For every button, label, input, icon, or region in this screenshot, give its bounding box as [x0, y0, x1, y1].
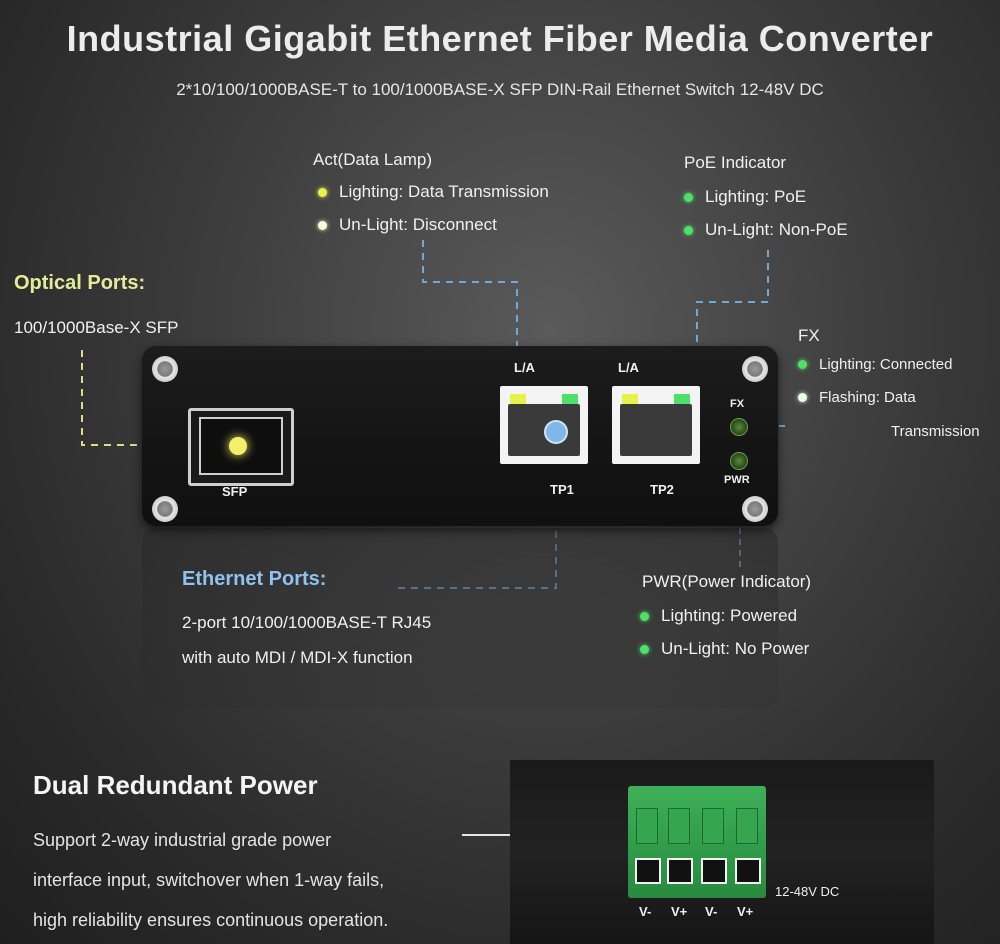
voltage-label: 12-48V DC — [775, 884, 840, 899]
act-item-lighting: Lighting: Data Transmission — [318, 182, 549, 202]
pin-label: V+ — [737, 904, 754, 919]
sfp-label: SFP — [222, 484, 248, 499]
rj45-port-tp1 — [500, 386, 588, 464]
screw-icon — [742, 496, 768, 522]
page-subtitle: 2*10/100/1000BASE-T to 100/1000BASE-X SF… — [176, 80, 824, 99]
act-item-label: Un-Light: Disconnect — [339, 215, 497, 234]
fx-led-label: FX — [730, 398, 745, 410]
fx-item-connected: Lighting: Connected — [798, 356, 952, 373]
tp1-poe-led — [562, 394, 578, 404]
terminal-slot-icon — [667, 858, 693, 884]
act-title: Act(Data Lamp) — [313, 150, 433, 169]
tp2-label: TP2 — [650, 482, 674, 497]
terminal-slot-icon — [735, 858, 761, 884]
terminal-screw-icon — [636, 808, 658, 844]
terminal-screw-icon — [736, 808, 758, 844]
terminal-slot-icon — [701, 858, 727, 884]
white-dot-icon — [318, 220, 327, 230]
fx-led-icon — [730, 418, 748, 436]
pwr-item-label: Un-Light: No Power — [661, 639, 810, 658]
rj45-socket — [620, 404, 692, 456]
pwr-led-icon — [730, 452, 748, 470]
pin-label: V+ — [671, 904, 688, 919]
green-dot-icon — [684, 192, 693, 202]
power-title: Dual Redundant Power — [33, 770, 318, 800]
screw-icon — [742, 356, 768, 382]
tp1-label: TP1 — [550, 482, 574, 497]
fx-title: FX — [798, 326, 820, 345]
screw-icon — [152, 496, 178, 522]
ethernet-desc-line-1: 2-port 10/100/1000BASE-T RJ45 — [182, 613, 432, 632]
sfp-highlight-dot-icon — [229, 437, 247, 455]
pwr-led-label: PWR — [724, 474, 750, 486]
green-dot-icon — [640, 611, 649, 621]
yellow-dot-icon — [318, 187, 327, 197]
terminal-slot-icon — [635, 858, 661, 884]
power-desc-line-2: interface input, switchover when 1-way f… — [33, 870, 385, 890]
act-item-label: Lighting: Data Transmission — [339, 182, 549, 201]
poe-item-label: Un-Light: Non-PoE — [705, 220, 848, 239]
poe-item-lighting: Lighting: PoE — [684, 187, 806, 207]
poe-item-unlight: Un-Light: Non-PoE — [684, 220, 848, 240]
fx-item-label: Lighting: Connected — [819, 356, 953, 373]
device-reflection — [142, 528, 778, 708]
ethernet-desc-line-2: with auto MDI / MDI-X function — [182, 648, 413, 667]
screw-icon — [152, 356, 178, 382]
fx-item-continuation: Transmission — [891, 423, 980, 440]
pin-label: V- — [705, 904, 718, 919]
green-dot-icon — [684, 225, 693, 235]
pin-label: V- — [639, 904, 652, 919]
poe-callout-line — [696, 250, 769, 382]
fx-item-flashing: Flashing: Data — [798, 389, 916, 406]
pwr-item-powered: Lighting: Powered — [640, 606, 797, 626]
tp2-poe-led — [674, 394, 690, 404]
white-green-dot-icon — [798, 393, 807, 402]
rj45-port-tp2 — [612, 386, 700, 464]
poe-title: PoE Indicator — [684, 153, 787, 172]
optical-desc: 100/1000Base-X SFP — [14, 318, 179, 337]
tp1-act-led — [510, 394, 526, 404]
fx-item-label: Flashing: Data — [819, 389, 916, 406]
terminal-screw-icon — [702, 808, 724, 844]
page-title: Industrial Gigabit Ethernet Fiber Media … — [66, 18, 934, 59]
la-label-1: L/A — [514, 360, 535, 375]
green-dot-icon — [798, 360, 807, 369]
optical-title: Optical Ports: — [14, 272, 146, 294]
pwr-item-nopower: Un-Light: No Power — [640, 639, 809, 659]
power-terminal-block — [628, 786, 766, 898]
tp2-act-led — [622, 394, 638, 404]
sfp-port — [188, 408, 294, 486]
power-desc-line-3: high reliability ensures continuous oper… — [33, 910, 389, 930]
power-desc-line-1: Support 2-way industrial grade power — [33, 830, 332, 850]
tp1-highlight-dot-icon — [544, 420, 568, 444]
green-dot-icon — [640, 644, 649, 654]
ethernet-title: Ethernet Ports: — [182, 568, 327, 590]
pwr-title: PWR(Power Indicator) — [642, 572, 812, 591]
terminal-screw-icon — [668, 808, 690, 844]
la-label-2: L/A — [618, 360, 639, 375]
pwr-item-label: Lighting: Powered — [661, 606, 798, 625]
act-item-unlight: Un-Light: Disconnect — [318, 215, 497, 235]
poe-item-label: Lighting: PoE — [705, 187, 807, 206]
